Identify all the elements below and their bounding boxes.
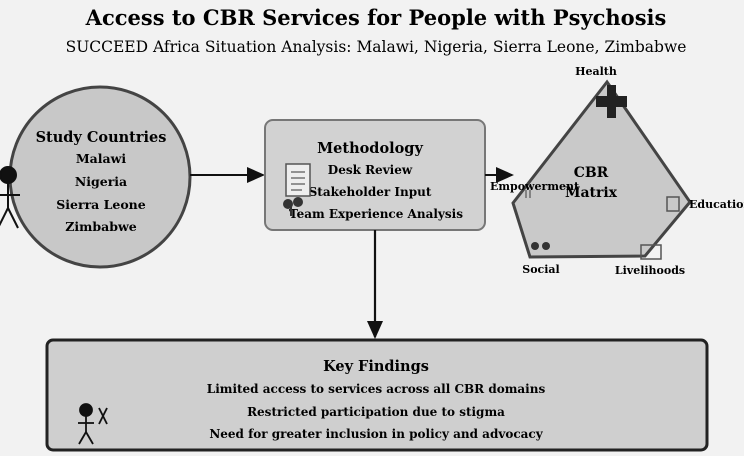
health-cross-icon — [596, 85, 627, 118]
cbr-matrix-heading-line2: Matrix — [565, 185, 618, 201]
methodology-item: Team Experience Analysis — [289, 207, 463, 221]
page-title: Access to CBR Services for People with P… — [85, 5, 667, 30]
document-icon — [285, 163, 311, 197]
country-item: Zimbabwe — [65, 219, 136, 234]
methodology-item: Desk Review — [328, 163, 413, 177]
domain-label-health: Health — [575, 65, 617, 78]
methodology-item: Stakeholder Input — [309, 185, 432, 199]
finding-item: Limited access to services across all CB… — [207, 382, 546, 396]
methodology-heading: Methodology — [317, 140, 423, 157]
domain-label-social: Social — [522, 263, 559, 276]
excluded-person-icon — [78, 403, 108, 445]
person-icon — [0, 166, 20, 229]
social-icon — [531, 242, 550, 250]
page-subtitle: SUCCEED Africa Situation Analysis: Malaw… — [66, 38, 687, 56]
country-item: Malawi — [76, 151, 127, 166]
education-icon — [666, 196, 680, 212]
domain-label-empowerment: Empowerment — [490, 180, 580, 193]
key-findings-box — [45, 338, 709, 452]
country-item: Sierra Leone — [56, 197, 146, 212]
finding-item: Restricted participation due to stigma — [247, 405, 505, 419]
cbr-matrix-polygon — [511, 79, 692, 259]
key-findings-heading: Key Findings — [323, 358, 429, 375]
study-countries-heading: Study Countries — [36, 129, 167, 146]
finding-item: Need for greater inclusion in policy and… — [209, 427, 543, 441]
people-icon — [283, 197, 303, 216]
livelihoods-icon — [640, 244, 662, 260]
country-item: Nigeria — [75, 174, 127, 189]
domain-label-livelihoods: Livelihoods — [615, 264, 685, 277]
cbr-matrix-heading-line1: CBR — [574, 165, 609, 181]
domain-label-education: Education — [689, 198, 744, 211]
empowerment-icon — [525, 190, 531, 198]
